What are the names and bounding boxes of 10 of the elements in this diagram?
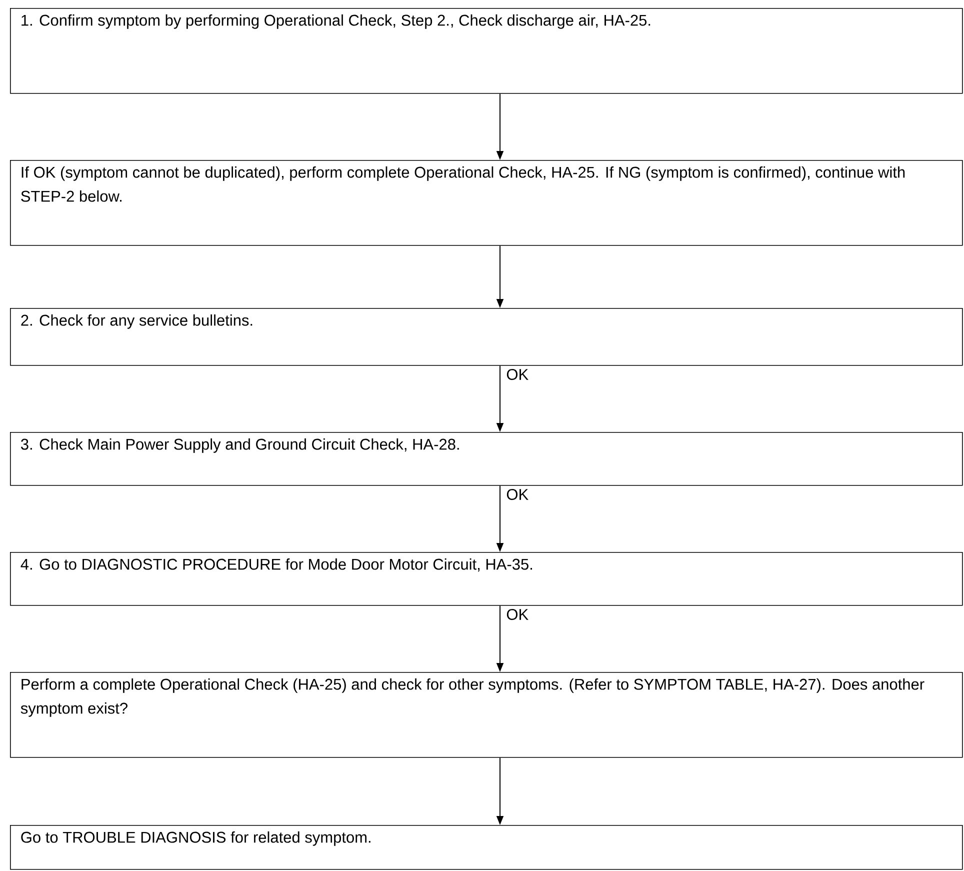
edge-label: OK (506, 369, 528, 380)
step-box: If OK (symptom cannot be duplicated), perform complete Operational Check, HA-25. If NG (symptom is confirmed), continue with STEP-2 below. (10, 160, 963, 246)
edge-label: OK (506, 609, 528, 620)
step-box: Perform a complete Operational Check (HA-25) and check for other symptoms. (Refer to SYMPTOM TABLE, HA-27). Does another symptom exist? (10, 672, 963, 758)
edge-label: OK (506, 489, 528, 500)
step-box: 4. Go to DIAGNOSTIC PROCEDURE for Mode Door Motor Circuit, HA-35. (10, 552, 963, 606)
step-box: 1. Confirm symptom by performing Operational Check, Step 2., Check discharge air, HA-25. (10, 8, 963, 94)
step-box: 3. Check Main Power Supply and Ground Circuit Check, HA-28. (10, 432, 963, 486)
step-box: Go to TROUBLE DIAGNOSIS for related symptom. (10, 825, 963, 870)
step-box: 2. Check for any service bulletins. (10, 308, 963, 366)
